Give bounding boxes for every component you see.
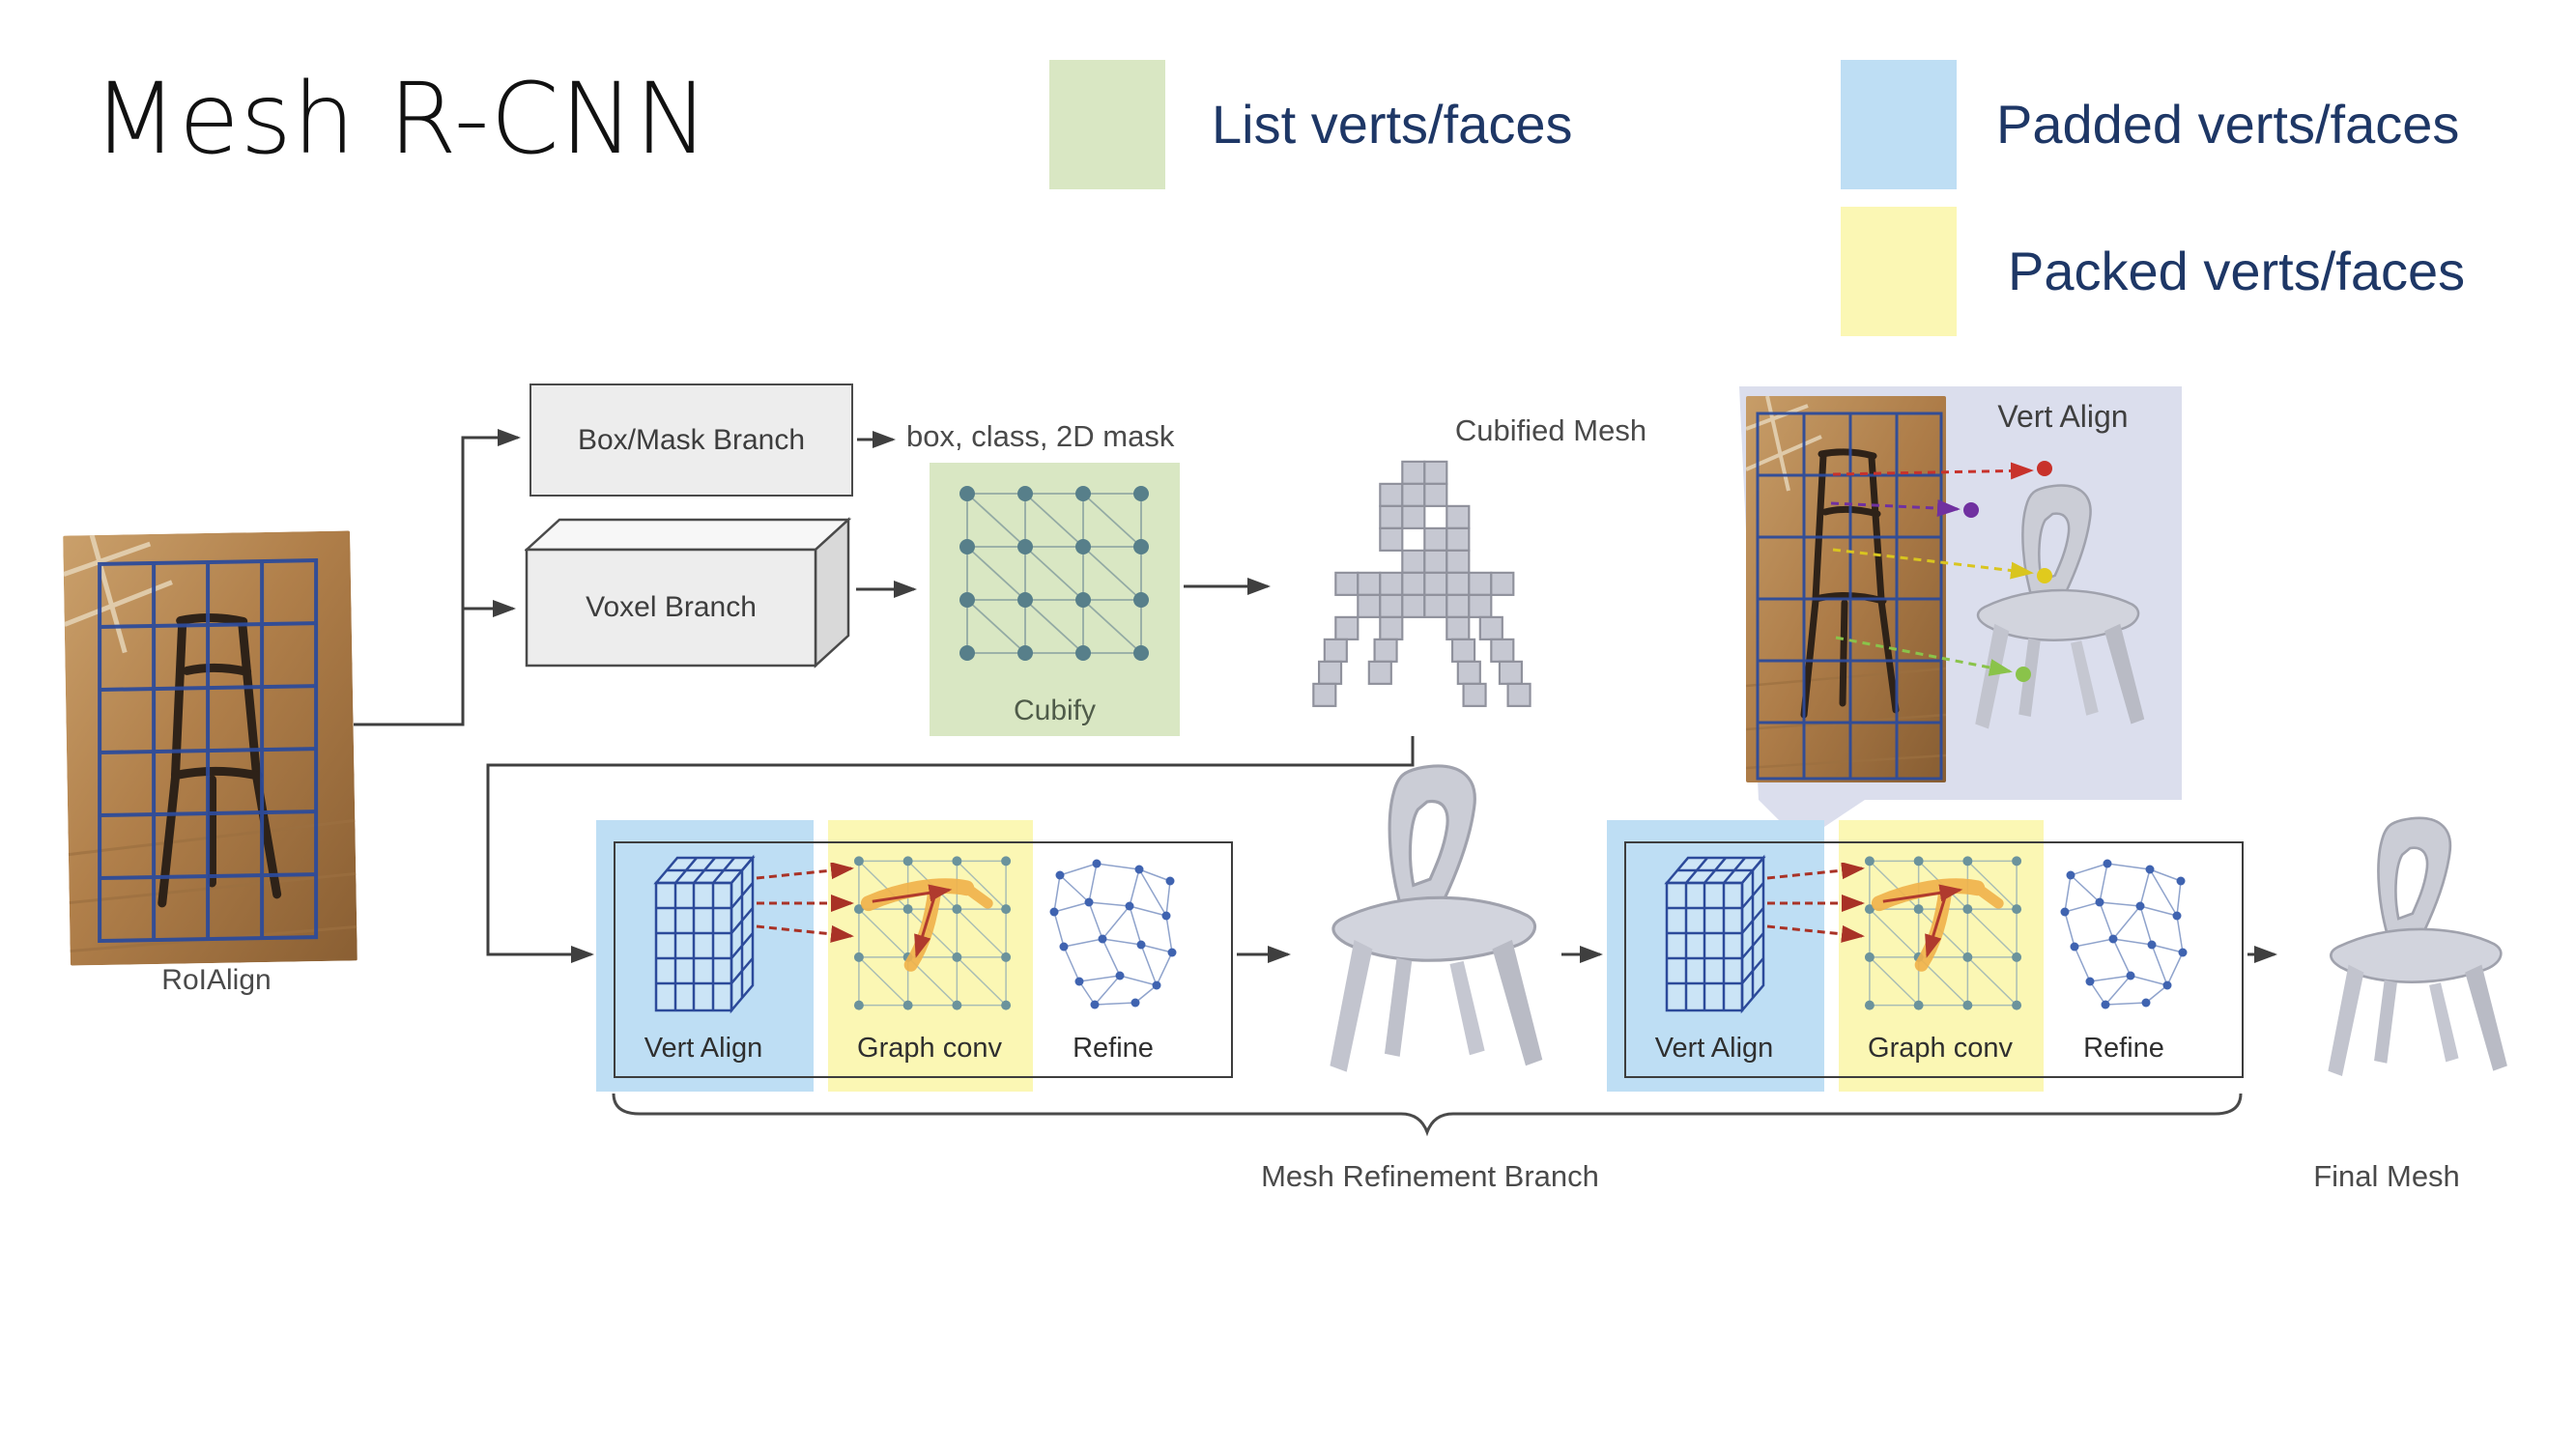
arrow-lines (354, 429, 2277, 963)
vert-align-grid-icon (653, 854, 756, 1014)
photo-chair (157, 612, 282, 908)
vert-align-sample-arrows (756, 863, 854, 943)
vert-align-inset-label: Vert Align (1997, 399, 2129, 434)
stage2-graph-conv-label: Graph conv (1868, 1033, 2013, 1064)
box-mask-branch-label: Box/Mask Branch (577, 423, 806, 456)
sample-dot-yellow (2037, 568, 2052, 583)
sample-dot-green (2016, 667, 2031, 682)
refinement-stage-1: Vert Align Graph conv Refine (596, 820, 1233, 1092)
legend-label-padded: Padded verts/faces (1996, 94, 2460, 155)
cubify-label: Cubify (1013, 695, 1097, 726)
sample-dot-purple (1963, 502, 1979, 518)
roialign-label: RoIAlign (161, 964, 272, 996)
cubified-mesh-image (1312, 460, 1531, 707)
vert-align-inset: Vert Align (1720, 382, 2203, 857)
refine-mesh-icon (2060, 859, 2188, 1009)
intermediate-mesh-image (1330, 764, 1543, 1072)
refine-mesh-icon (1049, 859, 1177, 1009)
legend-swatch-packed (1841, 207, 1957, 336)
vert-align-arrows (1830, 461, 2052, 682)
legend-label-list: List verts/faces (1212, 94, 1573, 155)
cubified-mesh-label: Cubified Mesh (1454, 413, 1647, 447)
legend-swatch-padded (1841, 60, 1957, 189)
cubify-node: Cubify (930, 463, 1180, 736)
refinement-stage-2: Vert Align Graph conv Refine (1607, 820, 2244, 1092)
box-mask-output-label: box, class, 2D mask (906, 419, 1175, 453)
stage-frame (1624, 841, 2244, 1078)
stage1-refine-label: Refine (1073, 1033, 1154, 1064)
padded-highlight (596, 820, 814, 1092)
graph-conv-icon (853, 856, 1012, 1010)
stage2-vert-align-label: Vert Align (1654, 1033, 1774, 1064)
final-mesh-label: Final Mesh (2313, 1159, 2460, 1193)
voxel-branch-label: Voxel Branch (586, 591, 757, 623)
stage-frame (614, 841, 1233, 1078)
stage1-vert-align-label: Vert Align (644, 1033, 763, 1064)
graph-conv-icon (1864, 856, 2022, 1010)
roi-grid-overlay (98, 558, 319, 944)
page-title: Mesh R-CNN (93, 62, 710, 177)
vert-align-sample-arrows (1766, 863, 1865, 943)
legend-swatch-list (1049, 60, 1165, 189)
padded-highlight (1607, 820, 1824, 1092)
box-mask-branch-node: Box/Mask Branch (530, 384, 853, 497)
sample-dot-red (2037, 461, 2052, 476)
mesh-refinement-branch-label: Mesh Refinement Branch (1261, 1159, 1599, 1193)
inset-feature-image (1746, 396, 1946, 782)
refinement-brace (612, 1093, 2243, 1137)
roi-input-image (63, 530, 358, 966)
stage2-refine-label: Refine (2083, 1033, 2164, 1064)
voxel-grid-icon (959, 486, 1149, 661)
voxel-branch-node (525, 517, 852, 668)
stage1-graph-conv-label: Graph conv (857, 1033, 1002, 1064)
final-mesh-image (2328, 816, 2507, 1076)
inset-grid-overlay (1756, 412, 1943, 781)
vert-align-grid-icon (1664, 854, 1766, 1014)
inset-mesh-chair (1975, 484, 2145, 729)
legend-label-packed: Packed verts/faces (2008, 241, 2466, 301)
